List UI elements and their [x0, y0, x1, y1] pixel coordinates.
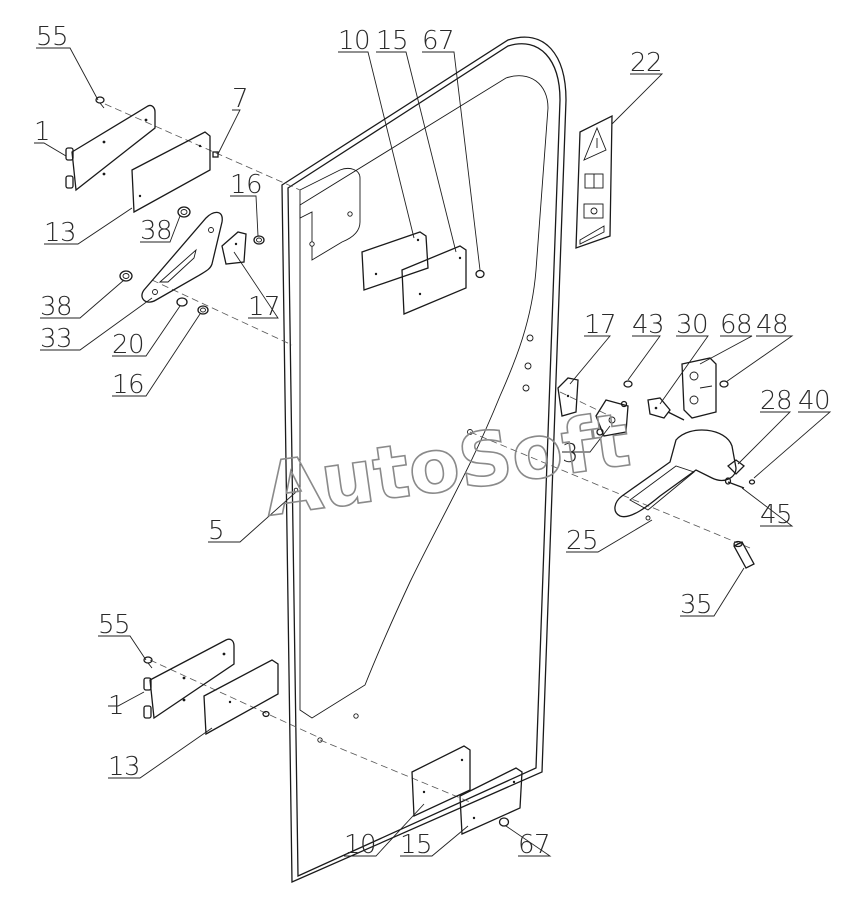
label-13-lower: 13 — [108, 752, 140, 782]
label-15-lower: 15 — [400, 830, 432, 860]
bracket-33 — [141, 211, 223, 303]
lower-pad-13 — [203, 659, 279, 736]
pin-45 — [724, 477, 745, 489]
label-43: 43 — [632, 310, 664, 340]
label-25: 25 — [566, 526, 598, 556]
lower-pad-10 — [411, 745, 471, 817]
door-glass-panel — [281, 36, 567, 883]
callout-labels: 55 1 13 7 38 16 38 33 20 16 17 10 15 67 … — [34, 22, 831, 860]
lever-30 — [647, 397, 685, 421]
lower-hinge — [143, 638, 235, 720]
label-3: 3 — [562, 439, 578, 469]
label-7: 7 — [232, 84, 248, 114]
label-38-upper: 38 — [140, 216, 172, 246]
bolt-55-lower — [143, 656, 153, 669]
warning-triangle-icon — [583, 126, 607, 161]
upper-pad-13 — [131, 131, 211, 214]
hand-caution-icon — [583, 203, 604, 219]
nut-38-upper — [177, 206, 191, 218]
label-55-upper: 55 — [36, 22, 68, 52]
label-67-lower: 67 — [518, 830, 550, 860]
washer-20 — [176, 297, 188, 307]
screw-48 — [719, 380, 729, 388]
nut-67-lower — [498, 817, 510, 827]
label-55-lower: 55 — [98, 610, 130, 640]
leader-lines — [34, 47, 832, 857]
bolt-55-upper — [95, 96, 105, 109]
nut-lower-hinge — [262, 710, 270, 718]
label-16-lower: 16 — [112, 370, 144, 400]
label-5: 5 — [208, 516, 224, 546]
label-1-upper: 1 — [34, 117, 50, 147]
lower-pad-15 — [459, 767, 523, 835]
label-22: 22 — [630, 48, 662, 78]
striker-68 — [681, 357, 717, 419]
label-40: 40 — [798, 386, 830, 416]
plate-17-right — [557, 377, 579, 417]
label-10-lower: 10 — [344, 830, 376, 860]
bolt-43 — [623, 380, 633, 388]
upper-hinge — [65, 104, 156, 192]
manual-book-icon — [584, 173, 604, 189]
assembly-lines — [104, 103, 751, 803]
label-15-upper: 15 — [376, 26, 408, 56]
label-10-upper: 10 — [338, 26, 370, 56]
spring-28 — [727, 459, 745, 475]
door-handle-25 — [614, 429, 737, 521]
washer-16-upper — [253, 235, 265, 245]
label-20: 20 — [112, 330, 144, 360]
label-17-left: 17 — [248, 292, 280, 322]
label-38-lower: 38 — [40, 292, 72, 322]
label-68: 68 — [720, 310, 752, 340]
label-16-upper: 16 — [230, 170, 262, 200]
pin-35 — [733, 540, 755, 569]
pinch-point-icon — [579, 225, 605, 245]
label-30: 30 — [676, 310, 708, 340]
label-67-upper: 67 — [422, 26, 454, 56]
label-35: 35 — [680, 590, 712, 620]
label-17-right: 17 — [584, 310, 616, 340]
upper-pad-10 — [361, 231, 429, 291]
label-33: 33 — [40, 324, 72, 354]
plate-17-left — [221, 231, 247, 265]
label-1-lower: 1 — [108, 691, 124, 721]
warning-decal-22 — [575, 114, 613, 249]
upper-pad-15 — [401, 245, 467, 315]
label-45: 45 — [760, 500, 792, 530]
washer-16-lower — [197, 305, 209, 315]
nut-67-upper — [475, 269, 485, 279]
label-13-upper: 13 — [44, 218, 76, 248]
label-48: 48 — [756, 310, 788, 340]
label-28: 28 — [760, 386, 792, 416]
lock-mechanism-3 — [595, 399, 629, 437]
nut-7 — [212, 151, 219, 158]
watermark: AutoSoft — [259, 397, 635, 533]
clip-40 — [748, 479, 756, 485]
nut-38-lower — [119, 270, 133, 282]
